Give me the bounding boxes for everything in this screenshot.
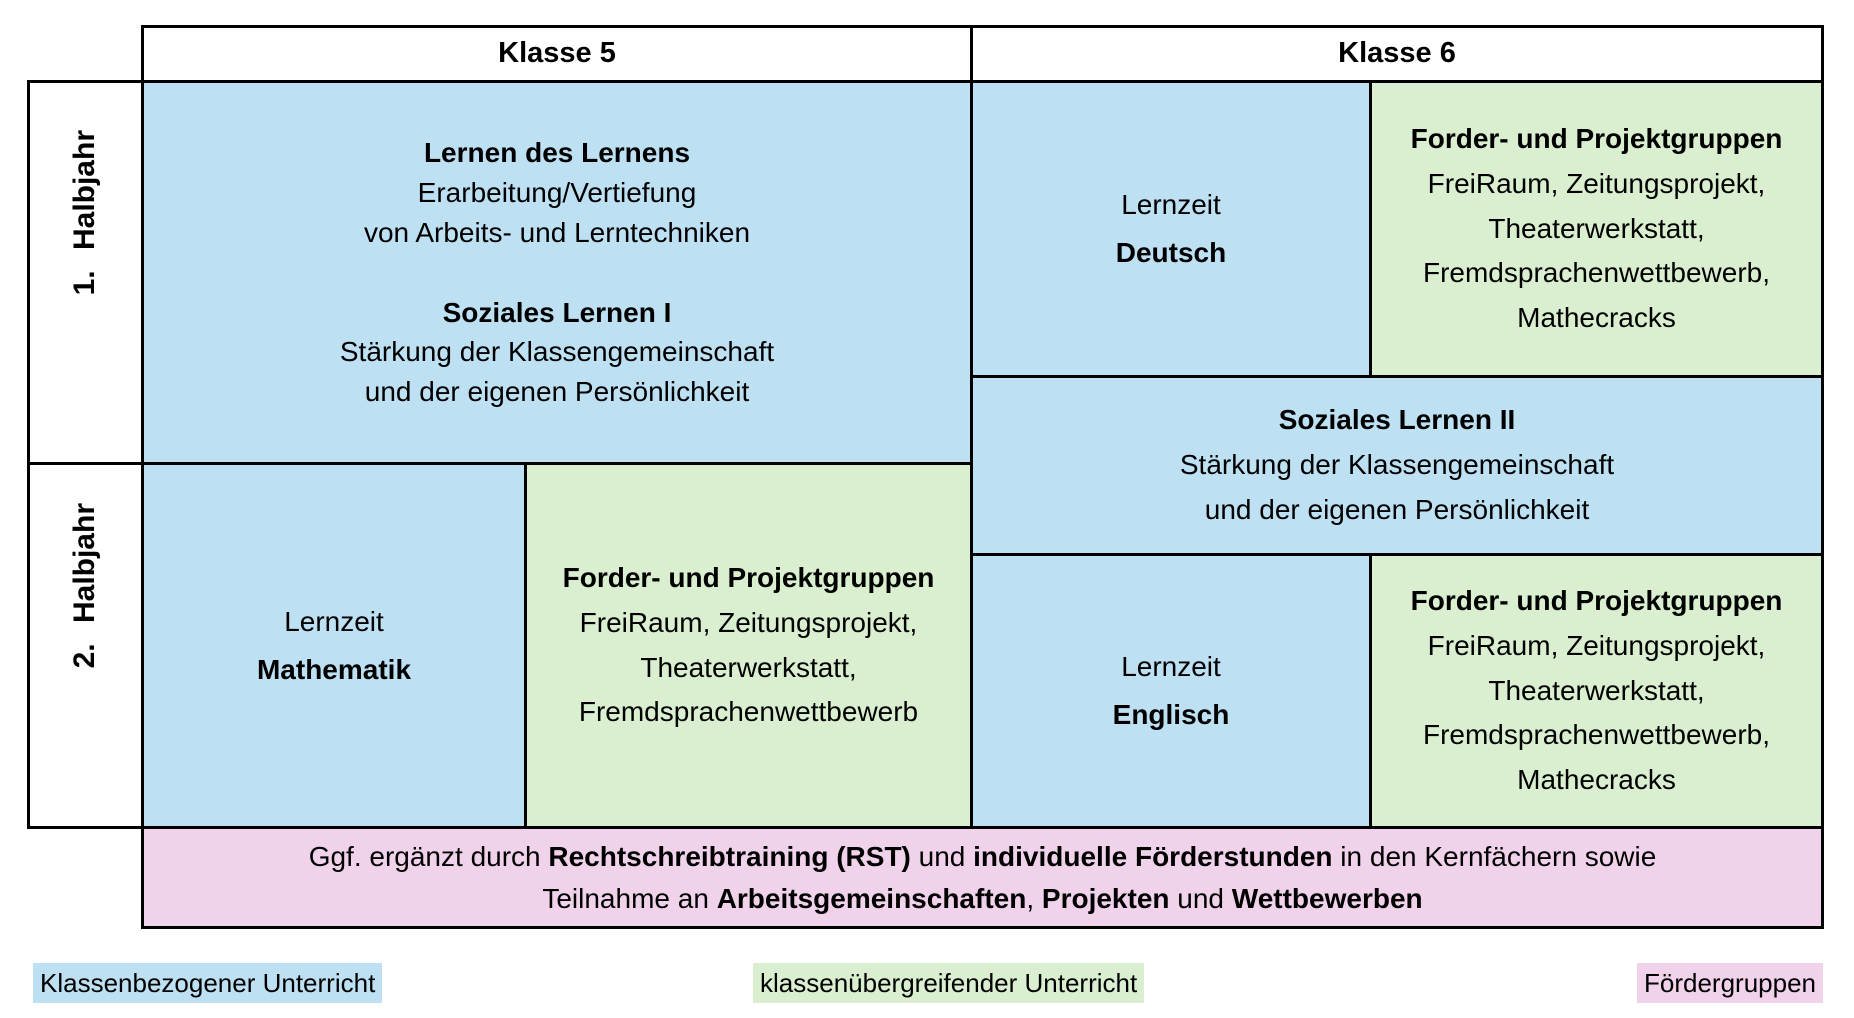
text-segment-bold: Lernen des Lernens — [423, 137, 691, 169]
cell-footer-foerderstunden-note: Ggf. ergänzt durch Rechtschreibtraining … — [141, 826, 1824, 929]
text-segment-bold: Forder- und Projektgruppen — [1410, 123, 1783, 154]
text-line: Deutsch — [1116, 229, 1226, 277]
text-line: Teilnahme an Arbeitsgemeinschaften, Proj… — [542, 878, 1422, 920]
text-line: Forder- und Projektgruppen — [563, 556, 935, 601]
text-segment: Lernzeit — [284, 605, 384, 637]
text-segment: Erarbeitung/Vertiefung — [417, 177, 697, 208]
text-segment: von Arbeits- und Lerntechniken — [363, 216, 751, 248]
text-segment: Lernzeit — [1121, 189, 1221, 221]
text-line: Stärkung der Klassengemeinschaft — [1180, 443, 1614, 488]
legend-klassenbezogener-unterricht: Klassenbezogener Unterricht — [33, 963, 383, 1003]
text-segment: Teilnahme an — [542, 882, 717, 914]
text-segment: und — [910, 840, 974, 872]
text-line: Lernen des Lernens — [424, 133, 690, 173]
text-segment: Fremdsprachenwettbewerb — [578, 696, 919, 728]
row-label-second-halbjahr: 2. Halbjahr — [27, 462, 144, 829]
text-line: Fremdsprachenwettbewerb, — [1423, 251, 1770, 296]
text-segment: Stärkung der Klassengemeinschaft — [1179, 449, 1615, 481]
text-line: Stärkung der Klassengemeinschaft — [340, 332, 774, 372]
header-klasse-5: Klasse 5 — [141, 25, 973, 83]
text-segment-bold: Soziales Lernen II — [1278, 404, 1516, 436]
text-segment: FreiRaum, Zeitungsprojekt, — [1427, 167, 1766, 199]
text-line: Theaterwerkstatt, — [1488, 669, 1704, 714]
legend-foerdergruppen: Fördergruppen — [1637, 963, 1823, 1003]
text-segment-bold: Englisch — [1112, 699, 1230, 730]
text-segment: Theaterwerkstatt, — [640, 651, 857, 683]
header-klasse-6: Klasse 6 — [970, 25, 1824, 83]
text-line: Englisch — [1113, 691, 1230, 739]
text-line: und der eigenen Persönlichkeit — [365, 372, 749, 412]
text-segment-bold: individuelle Förderstunden — [973, 840, 1333, 872]
text-segment-bold: Soziales Lernen I — [442, 296, 672, 328]
text-line: Fremdsprachenwettbewerb — [579, 690, 918, 735]
text-line: Theaterwerkstatt, — [1488, 207, 1704, 252]
text-line: FreiRaum, Zeitungsprojekt, — [1428, 162, 1766, 207]
text-segment: Mathecracks — [1517, 302, 1676, 334]
text-line: Lernzeit — [1121, 643, 1221, 691]
text-segment-bold: Mathematik — [256, 653, 412, 685]
text-segment: Theaterwerkstatt, — [1488, 674, 1705, 706]
row-label-second-halbjahr-text: 2. Halbjahr — [68, 502, 102, 669]
text-line: Erarbeitung/Vertiefung — [418, 173, 697, 213]
text-line: Ggf. ergänzt durch Rechtschreibtraining … — [309, 836, 1657, 878]
legend-klassenuebergreifender-unterricht: klassenübergreifender Unterricht — [753, 963, 1145, 1003]
text-line: FreiRaum, Zeitungsprojekt, — [1428, 624, 1766, 669]
text-segment: FreiRaum, Zeitungsprojekt, — [1427, 629, 1766, 661]
text-segment-bold: Forder- und Projektgruppen — [562, 561, 935, 593]
text-line: Soziales Lernen II — [1279, 398, 1516, 443]
text-line: Lernzeit — [284, 598, 384, 646]
text-line: Lernzeit — [1121, 181, 1221, 229]
text-segment: , — [1026, 882, 1042, 914]
text-segment: und — [1169, 882, 1232, 914]
text-line: Soziales Lernen I — [443, 293, 672, 333]
text-segment-bold: Rechtschreibtraining (RST) — [548, 840, 911, 872]
text-segment: Mathecracks — [1517, 764, 1676, 796]
text-segment: Stärkung der Klassengemeinschaft — [339, 336, 775, 368]
text-line: Mathecracks — [1517, 296, 1676, 341]
text-line: Fremdsprachenwettbewerb, — [1423, 713, 1770, 758]
text-segment: in den Kernfächern sowie — [1332, 840, 1657, 872]
row-label-first-halbjahr: 1. Halbjahr — [27, 80, 144, 465]
cell-klasse6-soziales-lernen-2: Soziales Lernen II Stärkung der Klassenge… — [970, 375, 1824, 556]
text-segment-bold: Wettbewerben — [1231, 882, 1423, 914]
text-segment-bold: Arbeitsgemeinschaften — [716, 882, 1027, 914]
text-line: und der eigenen Persönlichkeit — [1205, 488, 1589, 533]
text-line: Theaterwerkstatt, — [640, 646, 856, 691]
text-segment: und der eigenen Persönlichkeit — [1204, 493, 1590, 525]
text-segment-bold: Deutsch — [1115, 237, 1227, 268]
text-line: Mathematik — [257, 646, 411, 694]
text-segment: Fremdsprachenwettbewerb, — [1422, 719, 1771, 751]
text-segment-bold: Forder- und Projektgruppen — [1410, 585, 1783, 616]
text-segment-bold: Projekten — [1041, 882, 1170, 914]
row-label-first-halbjahr-text: 1. Halbjahr — [68, 129, 102, 296]
text-line: FreiRaum, Zeitungsprojekt, — [580, 601, 918, 646]
text-segment: Lernzeit — [1121, 651, 1221, 683]
text-segment: FreiRaum, Zeitungsprojekt, — [579, 606, 918, 638]
text-segment: Theaterwerkstatt, — [1488, 212, 1705, 244]
text-line: Forder- und Projektgruppen — [1411, 117, 1783, 162]
text-line: Forder- und Projektgruppen — [1411, 579, 1783, 624]
text-segment: Ggf. ergänzt durch — [308, 840, 549, 872]
text-segment: und der eigenen Persönlichkeit — [364, 376, 750, 407]
text-line: von Arbeits- und Lerntechniken — [364, 213, 750, 253]
text-line: Mathecracks — [1517, 758, 1676, 803]
text-segment: Fremdsprachenwettbewerb, — [1422, 257, 1771, 289]
